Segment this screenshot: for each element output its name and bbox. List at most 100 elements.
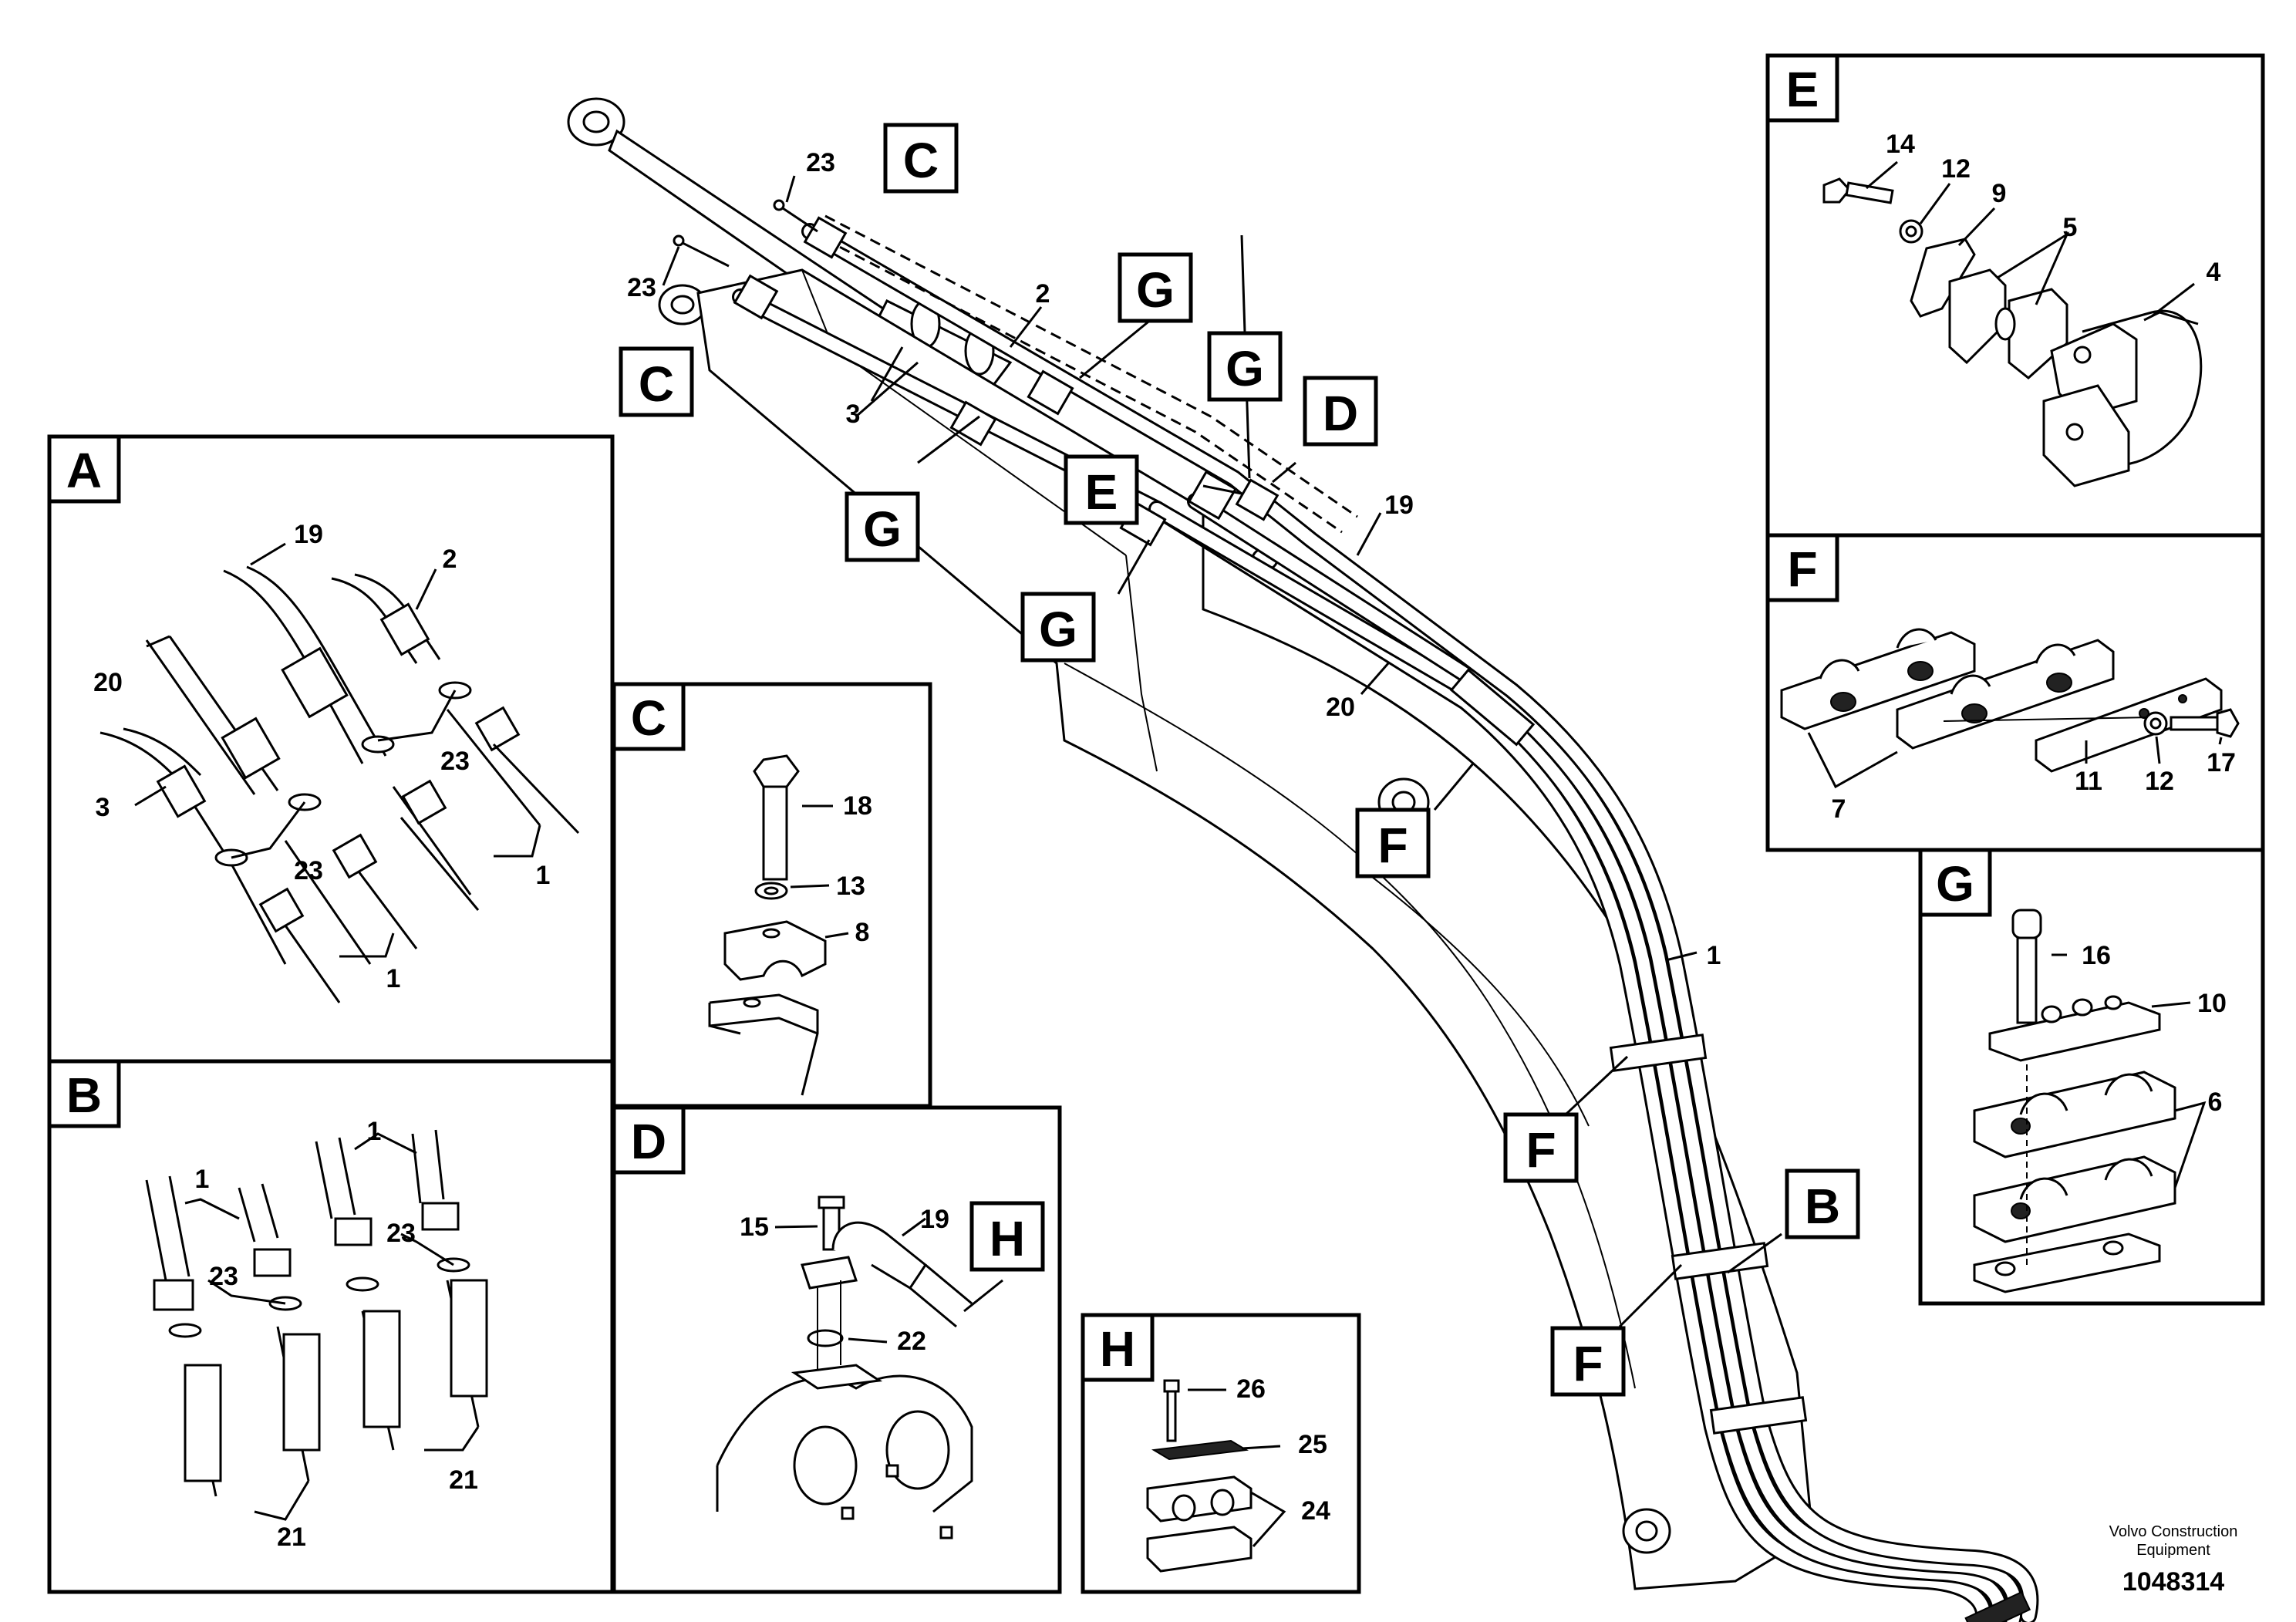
panel-d-label-15: 15 xyxy=(740,1212,769,1242)
panel-e-label-9: 9 xyxy=(1992,179,2007,208)
panel-f-label-7: 7 xyxy=(1832,794,1846,824)
callout-f-lower[interactable]: F xyxy=(1550,1326,1626,1397)
panel-g-parts xyxy=(1973,909,2176,1293)
panel-c-label-13: 13 xyxy=(836,872,865,901)
panel-h-label-26: 26 xyxy=(1236,1374,1266,1404)
callout-e[interactable]: E xyxy=(1064,454,1139,525)
panel-b-label-1-right: 1 xyxy=(367,1117,382,1146)
svg-text:D: D xyxy=(1323,386,1358,441)
panel-b-label-23-right: 23 xyxy=(386,1219,416,1248)
panel-g-label-6: 6 xyxy=(2208,1088,2223,1117)
panel-e-label-5: 5 xyxy=(2063,213,2078,242)
panel-a-label-1-lower: 1 xyxy=(386,964,401,993)
panel-d-label-19: 19 xyxy=(920,1205,949,1234)
panel-b-tag: B xyxy=(66,1067,102,1123)
panel-c-tag: C xyxy=(631,690,666,746)
main-label-23-top: 23 xyxy=(806,148,835,177)
panel-a-leaders xyxy=(134,542,541,958)
boom-hoses xyxy=(732,214,2039,1622)
boom-body xyxy=(658,268,1814,1590)
panel-g-label-10: 10 xyxy=(2197,989,2227,1018)
panel-a-label-23-upper: 23 xyxy=(440,747,470,776)
svg-text:G: G xyxy=(1226,341,1264,396)
callout-g-lower[interactable]: G xyxy=(1020,592,1096,663)
callout-f-mid[interactable]: F xyxy=(1503,1112,1579,1183)
svg-text:F: F xyxy=(1526,1122,1556,1178)
callout-d[interactable]: D xyxy=(1303,376,1378,447)
panel-e-label-4: 4 xyxy=(2207,258,2221,287)
callout-g-mid[interactable]: G xyxy=(1207,331,1283,402)
panel-d-tag: D xyxy=(631,1114,666,1169)
panel-f-parts xyxy=(1780,628,2240,773)
panel-a-label-19: 19 xyxy=(294,520,323,549)
panel-g-label-16: 16 xyxy=(2082,941,2111,970)
svg-text:C: C xyxy=(903,133,939,188)
main-label-19: 19 xyxy=(1384,491,1414,520)
panel-h-tag: H xyxy=(1100,1321,1135,1377)
svg-text:F: F xyxy=(1377,818,1408,873)
panel-h: H 26 25 24 xyxy=(1081,1313,1361,1594)
panel-b-label-1-left: 1 xyxy=(195,1165,210,1194)
credit-line-1: Volvo Construction xyxy=(2109,1523,2238,1540)
panel-a-tag: A xyxy=(66,443,102,498)
panel-d-parts xyxy=(716,1195,973,1539)
panel-c-parts xyxy=(708,754,827,1096)
panel-c-label-8: 8 xyxy=(855,918,870,947)
panel-e-parts xyxy=(1822,177,2203,487)
panel-e-label-12: 12 xyxy=(1941,154,1971,184)
panel-a-hoses xyxy=(99,565,580,1003)
svg-text:G: G xyxy=(863,501,902,557)
svg-text:F: F xyxy=(1573,1336,1603,1391)
panel-h-label-24: 24 xyxy=(1301,1496,1330,1526)
main-callout-tags: C C G G G G E D xyxy=(619,123,1860,1397)
svg-text:H: H xyxy=(990,1211,1025,1266)
panel-f-tag: F xyxy=(1787,541,1817,597)
panel-f-label-17: 17 xyxy=(2207,748,2236,777)
panel-c: C 18 13 8 xyxy=(612,682,932,1108)
panel-e: E 14 12 9 5 4 xyxy=(1765,53,2265,538)
panel-f: F 7 11 12 17 xyxy=(1765,533,2265,852)
hose-clamps xyxy=(733,216,2031,1622)
panel-a-label-3: 3 xyxy=(96,793,110,822)
panel-h-label-25: 25 xyxy=(1298,1430,1327,1459)
callout-c-left[interactable]: C xyxy=(619,346,694,417)
panel-e-tag: E xyxy=(1786,62,1819,117)
main-label-2: 2 xyxy=(1036,279,1050,309)
panel-b-label-21-right: 21 xyxy=(449,1465,478,1495)
credit-block: Volvo Construction Equipment 1048314 xyxy=(2109,1523,2238,1597)
callout-h[interactable]: H xyxy=(969,1201,1045,1272)
panel-b-label-21-left: 21 xyxy=(277,1523,306,1552)
panel-a-label-2: 2 xyxy=(443,545,457,574)
main-label-20: 20 xyxy=(1326,693,1355,722)
panel-f-label-11: 11 xyxy=(2075,767,2102,796)
panel-b: B xyxy=(47,1059,615,1594)
svg-text:C: C xyxy=(639,356,674,412)
main-label-3: 3 xyxy=(846,400,861,429)
panel-c-label-18: 18 xyxy=(843,791,872,821)
panel-d-label-22: 22 xyxy=(897,1327,926,1356)
main-part-labels: 23 23 2 3 19 20 1 xyxy=(627,148,1721,970)
panel-e-label-14: 14 xyxy=(1886,130,1915,159)
panel-a-label-23-lower: 23 xyxy=(294,856,323,885)
panel-b-leaders xyxy=(184,1132,480,1521)
credit-line-2: Equipment xyxy=(2136,1542,2210,1559)
callout-g-top[interactable]: G xyxy=(1118,252,1193,323)
panel-a-label-20: 20 xyxy=(93,668,123,697)
panel-g-tag: G xyxy=(1936,856,1974,912)
panel-b-hoses xyxy=(145,1129,488,1497)
callout-g-left[interactable]: G xyxy=(845,491,920,562)
panel-h-parts xyxy=(1146,1379,1253,1573)
panel-a: A xyxy=(47,434,615,1064)
svg-text:B: B xyxy=(1805,1179,1840,1234)
svg-text:G: G xyxy=(1136,262,1175,318)
boom-assembly xyxy=(567,97,2039,1622)
callout-f-upper[interactable]: F xyxy=(1355,808,1431,878)
callout-c-top[interactable]: C xyxy=(883,123,959,194)
callout-b[interactable]: B xyxy=(1785,1168,1860,1239)
document-number: 1048314 xyxy=(2122,1567,2224,1597)
panel-g: G 16 10 6 xyxy=(1918,848,2265,1306)
panel-a-label-1-right: 1 xyxy=(536,861,551,890)
svg-text:E: E xyxy=(1085,464,1118,520)
panel-b-label-23-left: 23 xyxy=(209,1262,238,1291)
